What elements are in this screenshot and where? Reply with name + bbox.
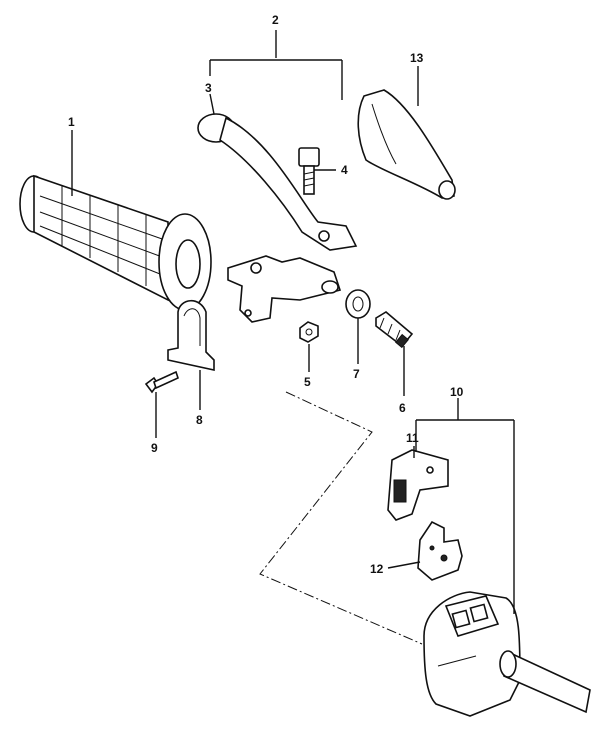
callout-7: 7 [353, 367, 360, 381]
assembly-lines [259, 391, 423, 645]
clamp-part-8 [167, 299, 215, 371]
switch-knob-part-11 [387, 449, 449, 521]
lever-holder [227, 255, 342, 323]
callout-9: 9 [151, 441, 158, 455]
bolt-part-4 [298, 147, 320, 195]
switch-housing [423, 591, 591, 717]
lever-boot-part-13 [357, 89, 456, 200]
callout-6: 6 [399, 401, 406, 415]
grip-part-1 [19, 174, 212, 311]
callout-12: 12 [370, 562, 384, 576]
adjuster-part-6 [375, 311, 414, 349]
nut-part-5 [299, 321, 319, 343]
leader-lines [71, 30, 515, 614]
screw-part-9 [144, 370, 179, 394]
callout-3: 3 [205, 81, 212, 95]
callout-2: 2 [272, 13, 279, 27]
callout-1: 1 [68, 115, 75, 129]
contact-plate-part-12 [417, 520, 463, 581]
callout-4: 4 [341, 163, 348, 177]
callout-11: 11 [406, 431, 419, 445]
callout-10: 10 [450, 385, 464, 399]
callout-5: 5 [304, 375, 311, 389]
callout-13: 13 [410, 51, 424, 65]
collar-part-7 [345, 289, 371, 319]
callout-labels: 1 2 3 4 5 6 7 8 9 10 11 12 13 [68, 13, 464, 576]
lever-part-3 [197, 113, 358, 251]
callout-8: 8 [196, 413, 203, 427]
